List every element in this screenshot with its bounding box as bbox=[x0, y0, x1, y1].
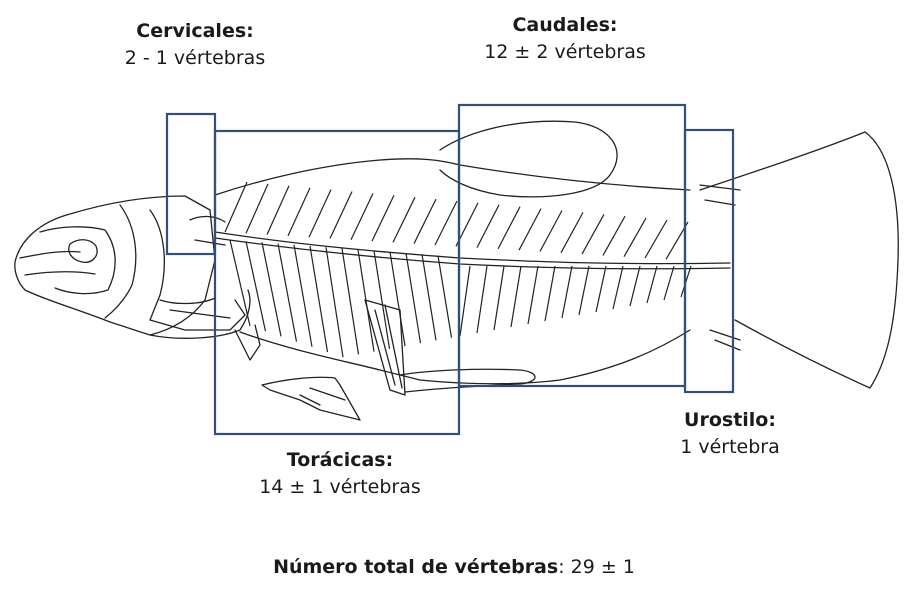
caudal-haemal-spine bbox=[613, 266, 623, 309]
caudal-haemal-spine bbox=[528, 266, 538, 324]
rib-bone bbox=[294, 245, 312, 347]
dorsal-spine bbox=[645, 220, 667, 258]
rib-bone bbox=[438, 256, 452, 338]
dorsal-spine bbox=[414, 199, 436, 244]
dorsal-spine bbox=[372, 195, 394, 241]
rib-bone bbox=[326, 247, 343, 357]
caudal-spines bbox=[460, 266, 691, 336]
rib-bone bbox=[262, 242, 281, 336]
dorsal-spine bbox=[582, 214, 604, 254]
caudal-haemal-spine bbox=[562, 266, 572, 318]
rib-bone bbox=[230, 240, 250, 326]
dorsal-spine bbox=[435, 201, 457, 245]
dorsal-spine bbox=[477, 205, 499, 248]
rib-bone bbox=[406, 253, 421, 343]
dorsal-spine bbox=[519, 209, 541, 251]
caudal-haemal-spine bbox=[596, 266, 606, 312]
total-vertebrae-footer: Número total de vértebras: 29 ± 1 bbox=[0, 556, 908, 578]
rib-bone bbox=[342, 248, 359, 354]
dorsal-spine bbox=[246, 184, 268, 233]
dorsal-spine bbox=[624, 218, 646, 257]
caudal-haemal-spine bbox=[494, 266, 504, 330]
dorsal-spine bbox=[351, 193, 373, 239]
caudal-haemal-spine bbox=[664, 266, 674, 300]
fish-skeleton-drawing bbox=[15, 121, 898, 420]
urostilo-box bbox=[685, 130, 733, 392]
dorsal-spine bbox=[288, 188, 310, 236]
dorsal-spine bbox=[225, 182, 247, 232]
rib-bone bbox=[422, 254, 436, 340]
dorsal-spine bbox=[309, 190, 331, 238]
dorsal-spine bbox=[498, 207, 520, 249]
dorsal-spine bbox=[603, 216, 625, 255]
rib-bone bbox=[310, 246, 328, 352]
caudal-haemal-spine bbox=[545, 266, 555, 321]
dorsal-spine bbox=[540, 211, 562, 252]
rib-bone bbox=[358, 250, 374, 352]
total-vertebrae-label: Número total de vértebras bbox=[273, 556, 558, 578]
rib-bone bbox=[278, 244, 297, 342]
caudal-haemal-spine bbox=[579, 266, 589, 315]
toracicas-box bbox=[215, 131, 459, 434]
cervicales-box bbox=[167, 114, 215, 254]
caudal-haemal-spine bbox=[477, 266, 487, 333]
total-vertebrae-value: : 29 ± 1 bbox=[558, 556, 635, 578]
caudal-haemal-spine bbox=[630, 266, 640, 306]
dorsal-spine bbox=[267, 186, 289, 235]
dorsal-spine bbox=[561, 212, 583, 252]
rib-bone bbox=[390, 252, 405, 346]
caudal-haemal-spine bbox=[511, 266, 521, 327]
rib-bone bbox=[246, 241, 266, 331]
dorsal-spine bbox=[330, 192, 352, 239]
caudales-box bbox=[459, 105, 685, 386]
dorsal-spine bbox=[393, 197, 415, 242]
caudal-haemal-spine bbox=[460, 266, 470, 336]
caudal-haemal-spine bbox=[647, 266, 657, 303]
